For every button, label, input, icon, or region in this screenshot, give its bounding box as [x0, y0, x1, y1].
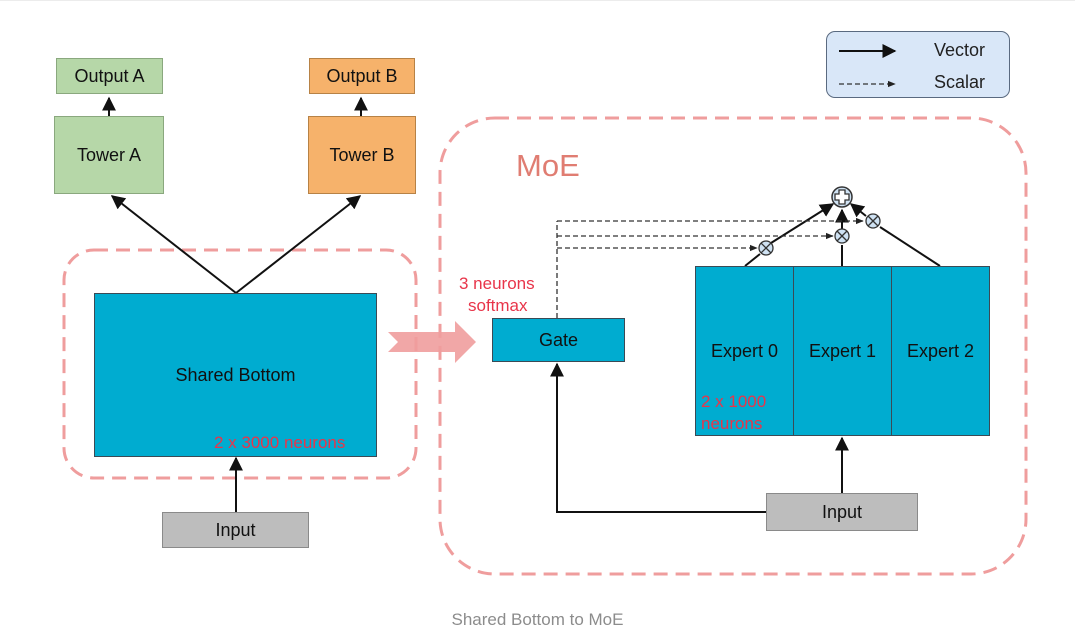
- expert-1-box: Expert 1: [793, 266, 892, 436]
- shared-bottom-container: [62, 248, 418, 480]
- left-input-box: Input: [162, 512, 309, 548]
- legend-arrows: [839, 44, 897, 88]
- expert-note-line1: 2 x 1000: [701, 392, 767, 411]
- expert-0-box: Expert 0: [695, 266, 794, 436]
- top-divider: [0, 0, 1075, 1]
- moe-title: MoE: [516, 148, 580, 183]
- tower-a-box: Tower A: [54, 116, 164, 194]
- moe-input-box: Input: [766, 493, 918, 531]
- figure-caption: Shared Bottom to MoE: [451, 610, 624, 629]
- multiply-node-0: [758, 240, 774, 256]
- output-b-box: Output B: [309, 58, 415, 94]
- output-a-box: Output A: [56, 58, 163, 94]
- expert-note-line2: neurons: [701, 414, 763, 433]
- tower-b-box: Tower B: [308, 116, 416, 194]
- transition-arrow: [388, 321, 476, 363]
- legend-vector-label: Vector: [934, 40, 986, 60]
- gate-note-line2: softmax: [468, 296, 528, 315]
- expert-2-box: Expert 2: [891, 266, 990, 436]
- multiply-node-2: [865, 213, 881, 229]
- legend-scalar-label: Scalar: [934, 72, 986, 92]
- gate-box: Gate: [492, 318, 625, 362]
- shared-bottom-box: Shared Bottom: [94, 293, 377, 457]
- shared-bottom-neurons-label: 2 x 3000 neurons: [214, 433, 346, 452]
- legend: Vector Scalar: [826, 31, 1010, 98]
- multiply-node-1: [834, 228, 850, 244]
- sum-node: [831, 186, 853, 208]
- gate-note-line1: 3 neurons: [459, 274, 535, 293]
